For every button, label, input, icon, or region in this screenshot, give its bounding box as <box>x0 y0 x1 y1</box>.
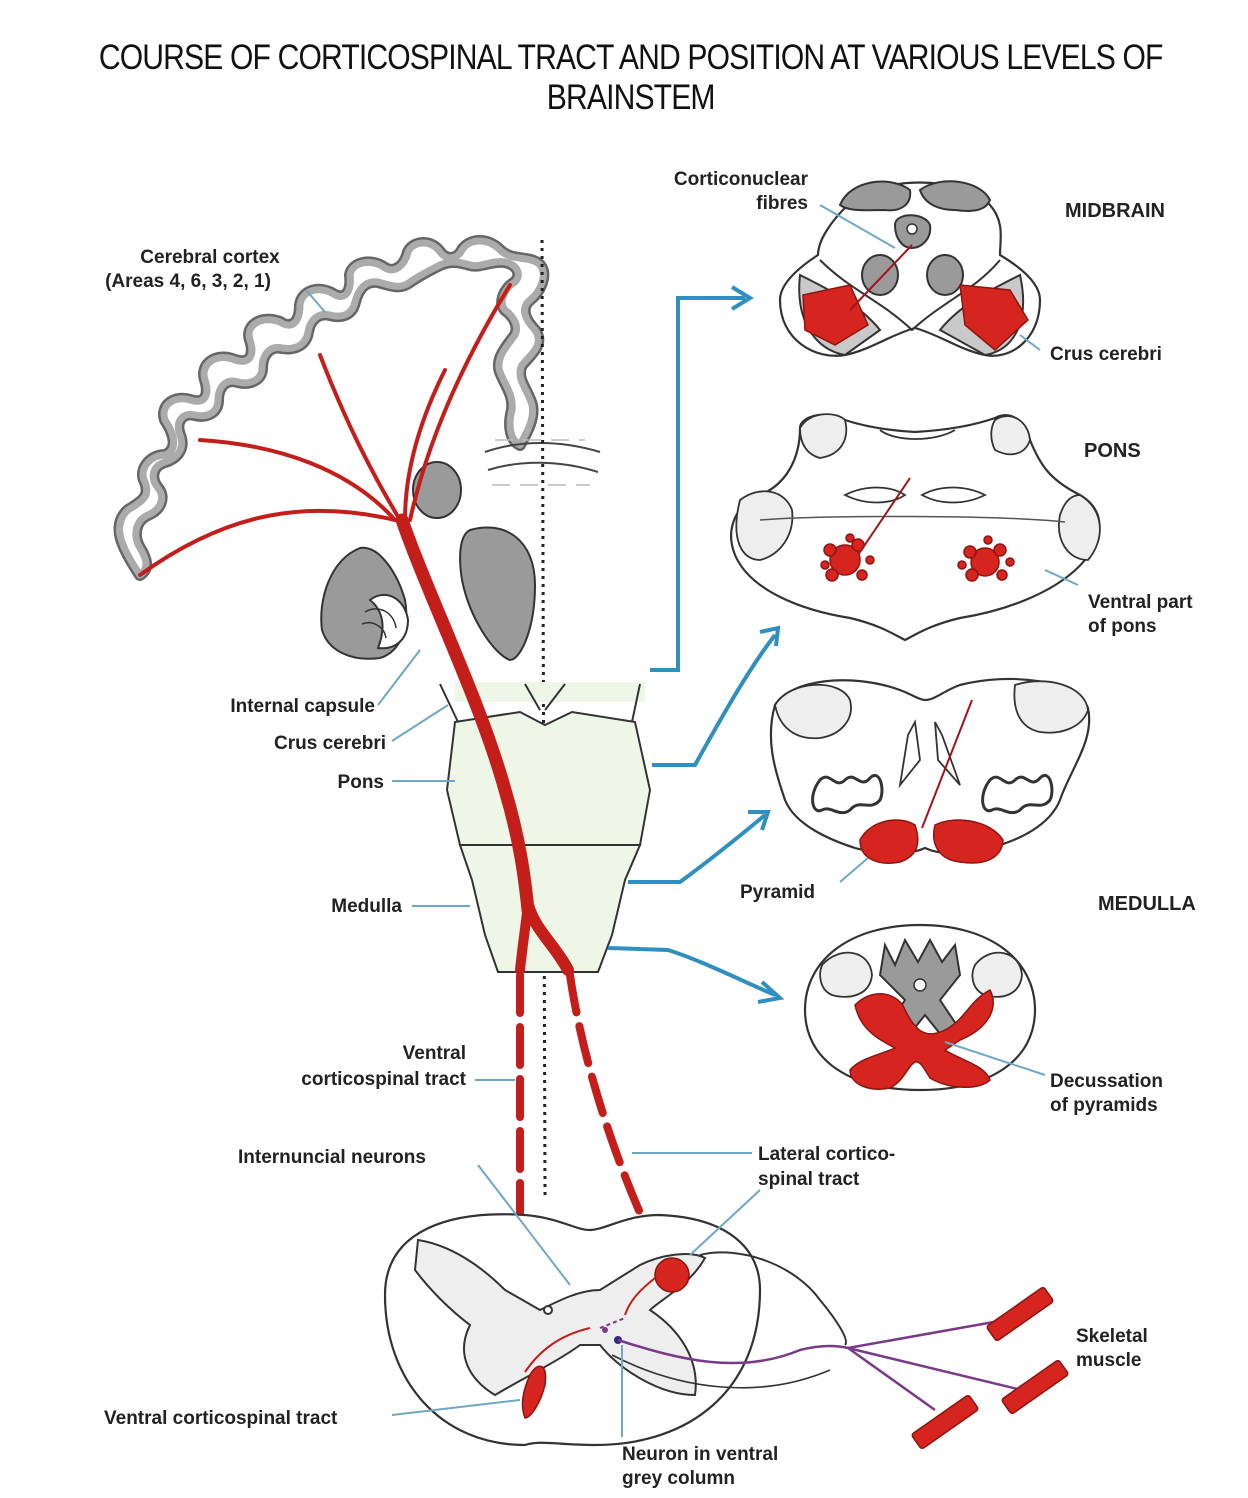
cerebral-hemisphere <box>113 235 601 662</box>
label-pons-left: Pons <box>338 772 384 793</box>
label-pyramid: Pyramid <box>740 882 815 903</box>
pons-section <box>730 413 1101 642</box>
midbrain-section <box>778 180 1042 357</box>
label-corticonuclear-fibres: Corticonuclear <box>674 169 809 190</box>
midline <box>540 239 547 1196</box>
label-lateral-cst: Lateral cortico- <box>758 1144 895 1165</box>
lateral-cst-spinal-shape <box>654 1257 690 1293</box>
label-crus-cerebri-right: Crus cerebri <box>1050 344 1162 365</box>
corticospinal-tract <box>138 283 669 1374</box>
label-ventral-part-of-pons: Ventral part <box>1088 592 1193 613</box>
skeletal-muscle-fibres <box>911 1286 1069 1450</box>
label-cerebral-cortex-areas: (Areas 4, 6, 3, 2, 1) <box>105 271 271 292</box>
labels: Cerebral cortex (Areas 4, 6, 3, 2, 1) In… <box>104 169 1196 1489</box>
label-ventral-part-of-pons-2: of pons <box>1088 616 1157 637</box>
label-skeletal-muscle-2: muscle <box>1076 1350 1141 1371</box>
heading-medulla: MEDULLA <box>1098 893 1196 915</box>
lower-medulla-section <box>803 923 1037 1092</box>
label-skeletal-muscle: Skeletal <box>1076 1326 1148 1347</box>
label-decussation: Decussation <box>1050 1071 1163 1092</box>
ventral-cst-spinal-shape <box>521 1365 547 1419</box>
thalamus-shape <box>459 526 537 662</box>
label-lateral-cst-2: spinal tract <box>758 1169 860 1190</box>
label-cerebral-cortex: Cerebral cortex <box>140 247 280 268</box>
label-neuron-ventral-grey-2: grey column <box>622 1468 735 1489</box>
label-corticonuclear-fibres-2: fibres <box>756 193 808 214</box>
label-medulla-left: Medulla <box>331 896 402 917</box>
label-internal-capsule: Internal capsule <box>230 696 375 717</box>
spinal-cord-section <box>383 1213 1069 1450</box>
heading-pons: PONS <box>1084 440 1141 462</box>
label-ventral-cst-2: corticospinal tract <box>301 1069 466 1090</box>
leader-lines <box>305 204 1079 1437</box>
diagram-title: COURSE OF CORTICOSPINAL TRACT AND POSITI… <box>98 38 1164 117</box>
label-ventral-cst: Ventral <box>403 1043 466 1064</box>
label-crus-cerebri-left: Crus cerebri <box>274 733 386 754</box>
level-arrows <box>607 285 785 1004</box>
label-ventral-cst-bottom: Ventral corticospinal tract <box>104 1408 338 1429</box>
upper-medulla-section <box>769 677 1091 864</box>
label-decussation-2: of pyramids <box>1050 1095 1158 1116</box>
label-neuron-ventral-grey: Neuron in ventral <box>622 1444 778 1465</box>
caudate-nucleus-shape <box>412 461 462 519</box>
heading-midbrain: MIDBRAIN <box>1065 200 1165 222</box>
label-internuncial-neurons: Internuncial neurons <box>238 1147 426 1168</box>
